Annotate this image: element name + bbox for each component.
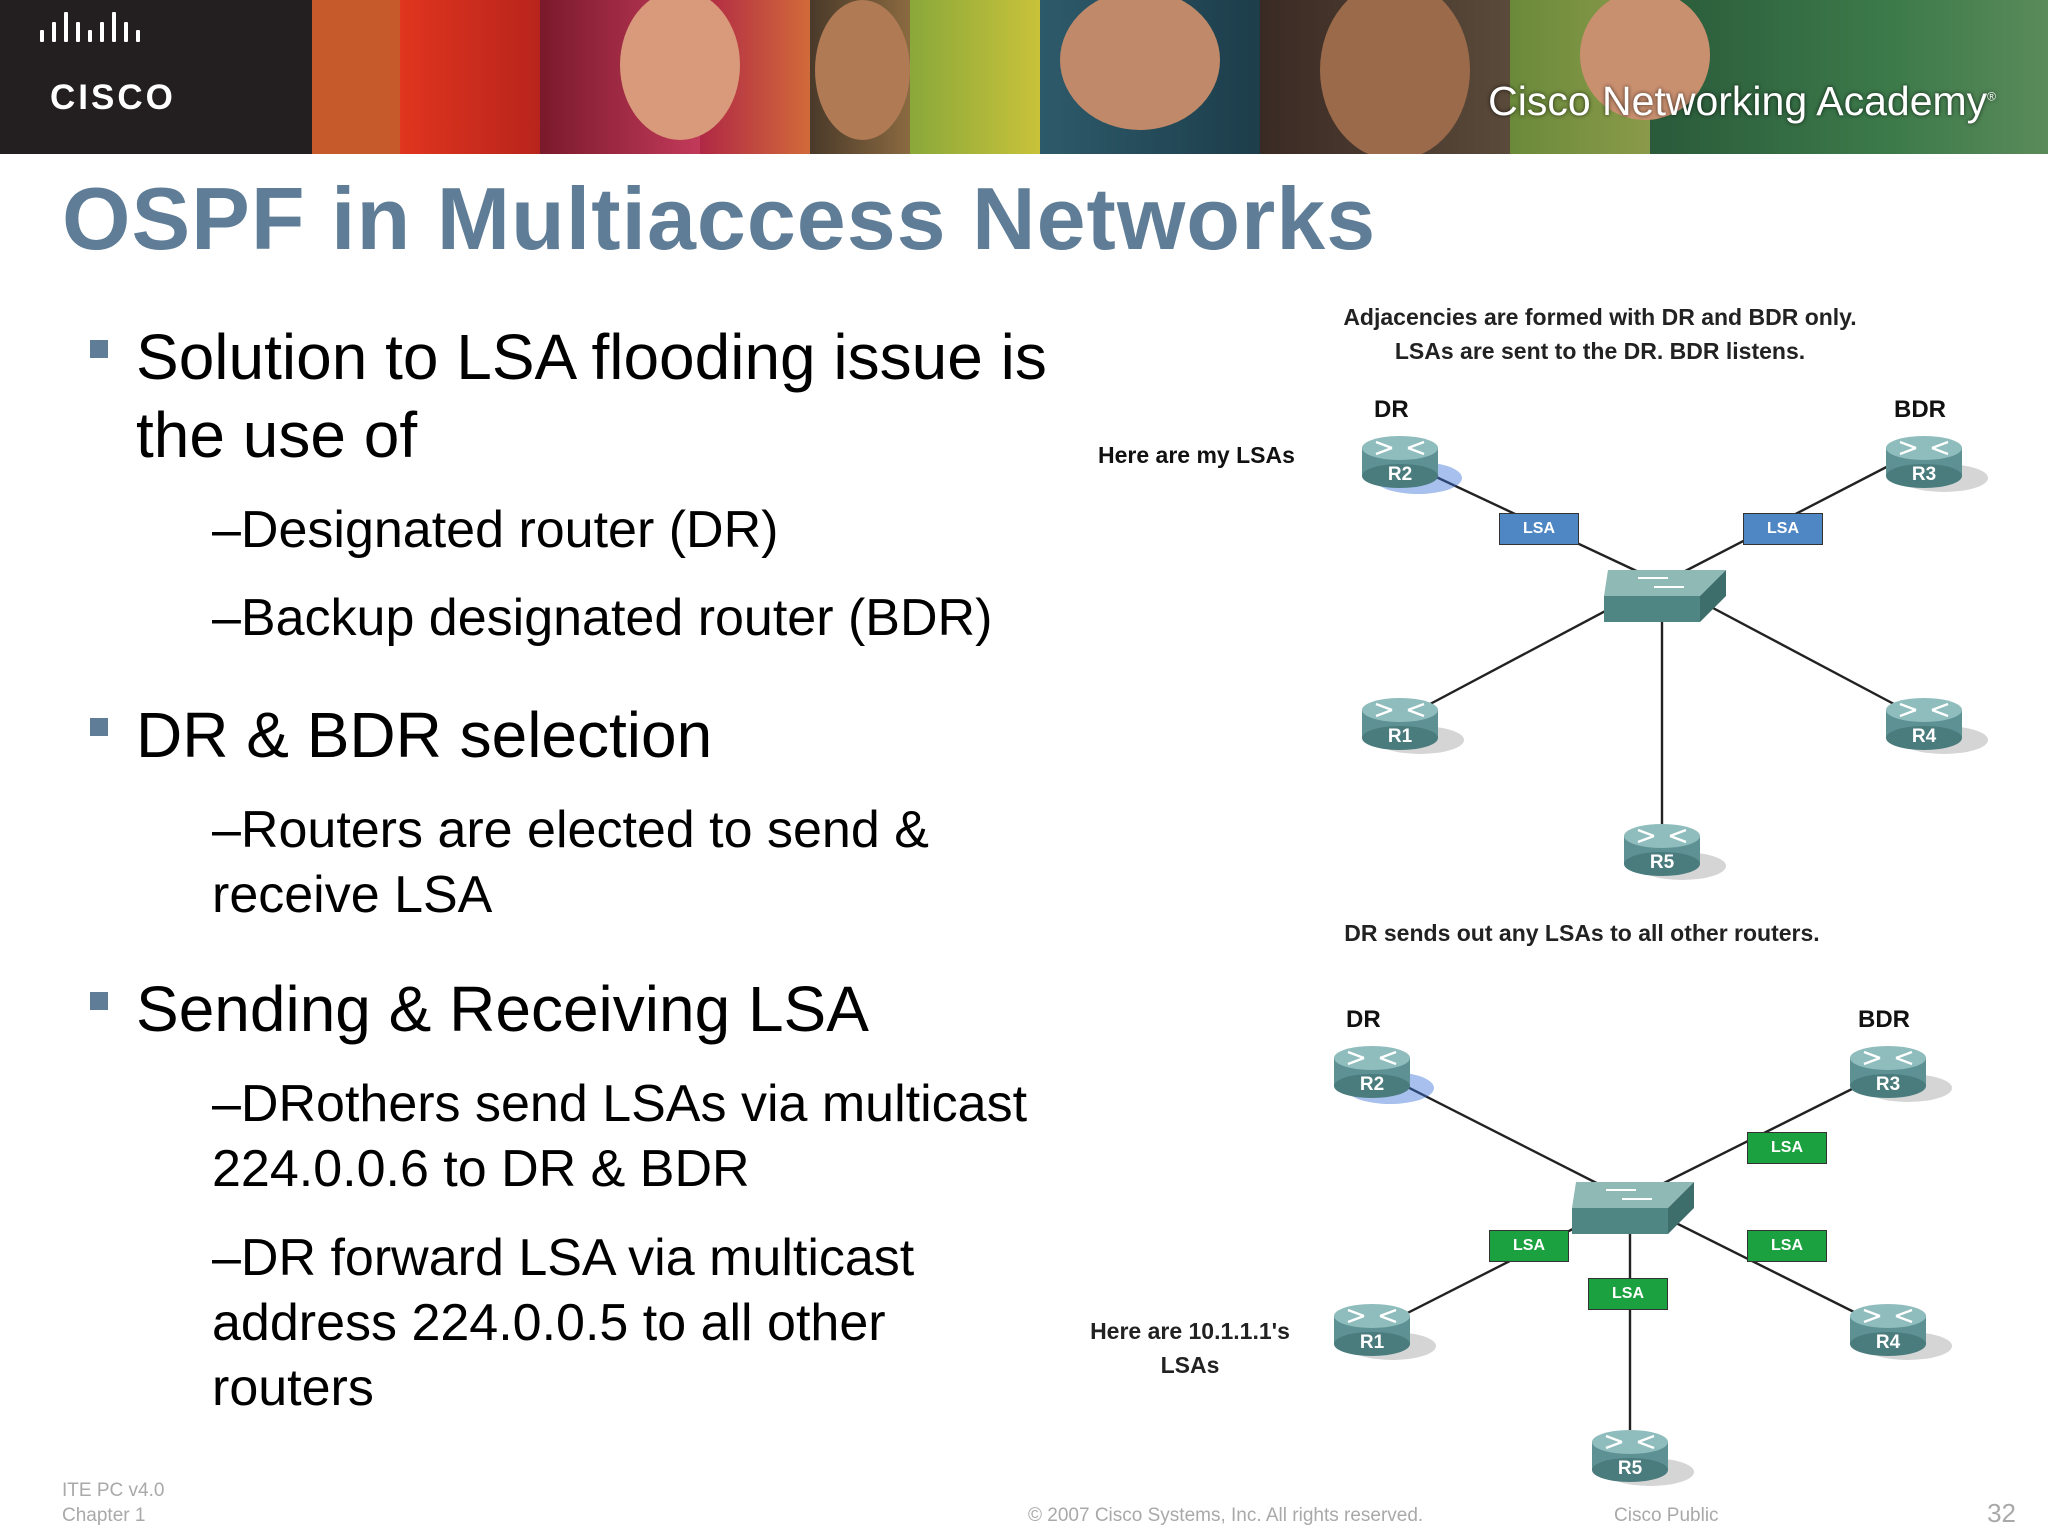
router-icon: [1886, 698, 1988, 754]
page-number: 32: [1987, 1498, 2016, 1528]
bullet-square-icon: [90, 718, 108, 736]
router-icon: [1362, 436, 1462, 494]
router-icon: [1334, 1304, 1436, 1360]
sub-bullet: –Routers are elected to send & receive L…: [212, 801, 929, 924]
top-diagram-caption: Adjacencies are formed with DR and BDR o…: [1340, 300, 1860, 368]
footer-classification: Cisco Public: [1614, 1505, 1719, 1526]
router-r2-dr: R2: [1332, 1040, 1434, 1104]
cisco-logo: CISCO: [0, 0, 312, 154]
header-banner: CISCO Cisco Networking Academy®: [0, 0, 2048, 154]
footer-copyright: © 2007 Cisco Systems, Inc. All rights re…: [1028, 1505, 1424, 1526]
router-icon: [1592, 1430, 1694, 1486]
dr-label: DR: [1346, 1006, 1381, 1033]
bdr-label: BDR: [1858, 1006, 1910, 1033]
ospf-diagram: Adjacencies are formed with DR and BDR o…: [1060, 300, 2048, 1500]
router-label: R3: [1875, 1074, 1901, 1095]
person-photo: [620, 0, 740, 140]
lsa-packet: LSA: [1747, 1132, 1827, 1164]
sub-bullet: –DRothers send LSAs via multicast 224.0.…: [212, 1075, 1028, 1198]
photo-strip: [910, 0, 1040, 154]
bullet-text: DR & BDR selection: [136, 699, 713, 771]
router-r3-bdr: R3: [1884, 430, 1988, 492]
note-line: LSAs: [1160, 1352, 1220, 1378]
bullet-text: Sending & Receiving LSA: [136, 973, 869, 1045]
router-label: R3: [1911, 464, 1937, 485]
slide-title: OSPF in Multiaccess Networks: [62, 169, 1377, 268]
router-r1: R1: [1332, 1298, 1436, 1360]
person-photo: [815, 0, 910, 140]
sub-bullet: –Backup designated router (BDR): [212, 589, 993, 647]
here-are-my-lsas-note: Here are my LSAs: [1098, 442, 1295, 468]
bottom-diagram-caption: DR sends out any LSAs to all other route…: [1344, 920, 1820, 946]
sub-bullet: –DR forward LSA via multicast address 22…: [212, 1229, 915, 1417]
academy-title: Cisco Networking Academy®: [1488, 78, 1996, 125]
router-label: R4: [1911, 726, 1937, 747]
photo-strip: [400, 0, 540, 154]
switch-icon: [1604, 570, 1726, 622]
router-label: R1: [1359, 1332, 1385, 1353]
router-label: R2: [1359, 1074, 1385, 1095]
lsa-packet: LSA: [1489, 1230, 1569, 1262]
photo-strip: [1650, 0, 2048, 154]
router-label: R2: [1387, 464, 1413, 485]
note-line: Here are 10.1.1.1's: [1090, 1318, 1290, 1344]
router-label: R4: [1875, 1332, 1901, 1353]
footer-course: ITE PC v4.0: [62, 1480, 165, 1501]
bullet-item: Sending & Receiving LSA: [84, 970, 1136, 1048]
sub-bullet: –Designated router (DR): [212, 501, 779, 559]
bullet-square-icon: [90, 340, 108, 358]
cisco-logo-text: CISCO: [50, 78, 176, 117]
router-r5: R5: [1622, 818, 1726, 880]
router-icon: [1886, 436, 1988, 492]
caption-line: Adjacencies are formed with DR and BDR o…: [1343, 304, 1857, 330]
caption-line: LSAs are sent to the DR. BDR listens.: [1394, 338, 1806, 364]
person-photo: [1320, 0, 1470, 154]
bullet-text: Solution to LSA flooding issue is the us…: [136, 321, 1047, 471]
bullet-square-icon: [90, 992, 108, 1010]
academy-name: Cisco Networking Academy: [1488, 78, 1988, 124]
router-label: R5: [1649, 852, 1675, 873]
lsa-packet: LSA: [1743, 513, 1823, 545]
router-label: R1: [1387, 726, 1413, 747]
router-icon: [1624, 824, 1726, 880]
router-r2-dr: R2: [1360, 430, 1462, 494]
dr-label: DR: [1374, 396, 1409, 423]
here-are-lsas-note: Here are 10.1.1.1's LSAs: [1060, 1314, 1320, 1382]
lsa-packet: LSA: [1499, 513, 1579, 545]
router-label: R5: [1617, 1458, 1643, 1479]
person-photo: [1060, 0, 1220, 130]
bullet-item: Solution to LSA flooding issue is the us…: [84, 318, 1116, 474]
footer-chapter: Chapter 1: [62, 1505, 146, 1526]
lsa-packet: LSA: [1588, 1278, 1668, 1310]
router-r3-bdr: R3: [1848, 1040, 1952, 1102]
person-photo: [1580, 0, 1710, 120]
trademark-symbol: ®: [1987, 89, 1996, 104]
router-icon: [1850, 1046, 1952, 1102]
router-r1: R1: [1360, 692, 1464, 754]
photo-strip: [312, 0, 400, 154]
router-icon: [1362, 698, 1464, 754]
bdr-label: BDR: [1894, 396, 1946, 423]
bullet-item: DR & BDR selection: [84, 696, 1136, 774]
router-icon: [1850, 1304, 1952, 1360]
router-r5: R5: [1590, 1424, 1694, 1486]
router-icon: [1334, 1046, 1434, 1104]
switch-icon: [1572, 1182, 1694, 1234]
router-r4: R4: [1884, 692, 1988, 754]
lsa-packet: LSA: [1747, 1230, 1827, 1262]
router-r4: R4: [1848, 1298, 1952, 1360]
